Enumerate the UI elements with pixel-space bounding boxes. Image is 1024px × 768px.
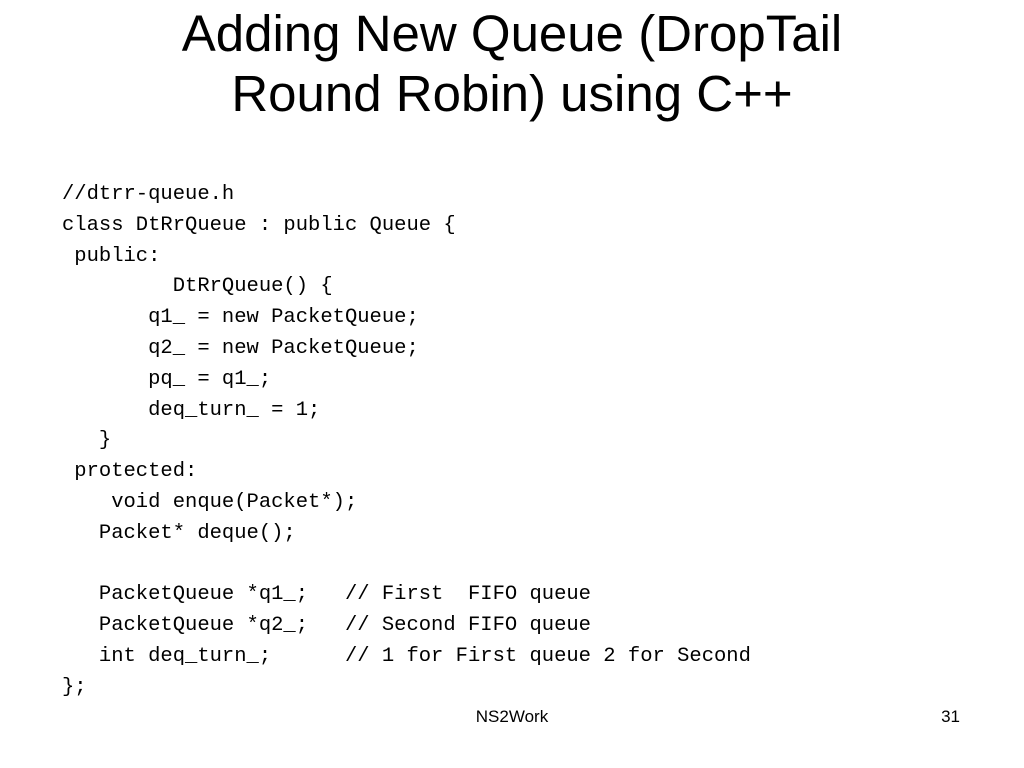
- code-line: pq_ = q1_;: [62, 367, 272, 391]
- code-line: //dtrr-queue.h: [62, 183, 235, 206]
- slide-title-line-1: Adding New Queue (DropTail: [181, 5, 843, 62]
- code-line: PacketQueue *q2_; // Second FIFO queue: [62, 614, 591, 638]
- code-line: protected:: [62, 460, 198, 484]
- code-line: [62, 550, 751, 581]
- footer-text: NS2Work: [475, 707, 549, 726]
- code-line: public:: [62, 244, 161, 268]
- slide-title: Adding New Queue (DropTail Round Robin) …: [0, 4, 1024, 124]
- code-line: deq_turn_ = 1;: [62, 398, 321, 422]
- code-line: Packet* deque();: [62, 521, 296, 545]
- slide-title-line-2: Round Robin) using C++: [231, 65, 793, 122]
- code-line: DtRrQueue() {: [62, 275, 333, 299]
- code-line: int deq_turn_; // 1 for First queue 2 fo…: [62, 644, 751, 668]
- page-number: 31: [941, 707, 960, 726]
- code-line: class DtRrQueue : public Queue {: [62, 213, 456, 237]
- code-line: };: [62, 675, 87, 699]
- code-line: q1_ = new PacketQueue;: [62, 306, 419, 330]
- code-line: void enque(Packet*);: [62, 490, 358, 514]
- code-line: PacketQueue *q1_; // First FIFO queue: [62, 583, 591, 607]
- code-line: }: [62, 429, 112, 453]
- code-block: //dtrr-queue.h class DtRrQueue : public …: [62, 180, 751, 704]
- code-line: q2_ = new PacketQueue;: [62, 336, 419, 360]
